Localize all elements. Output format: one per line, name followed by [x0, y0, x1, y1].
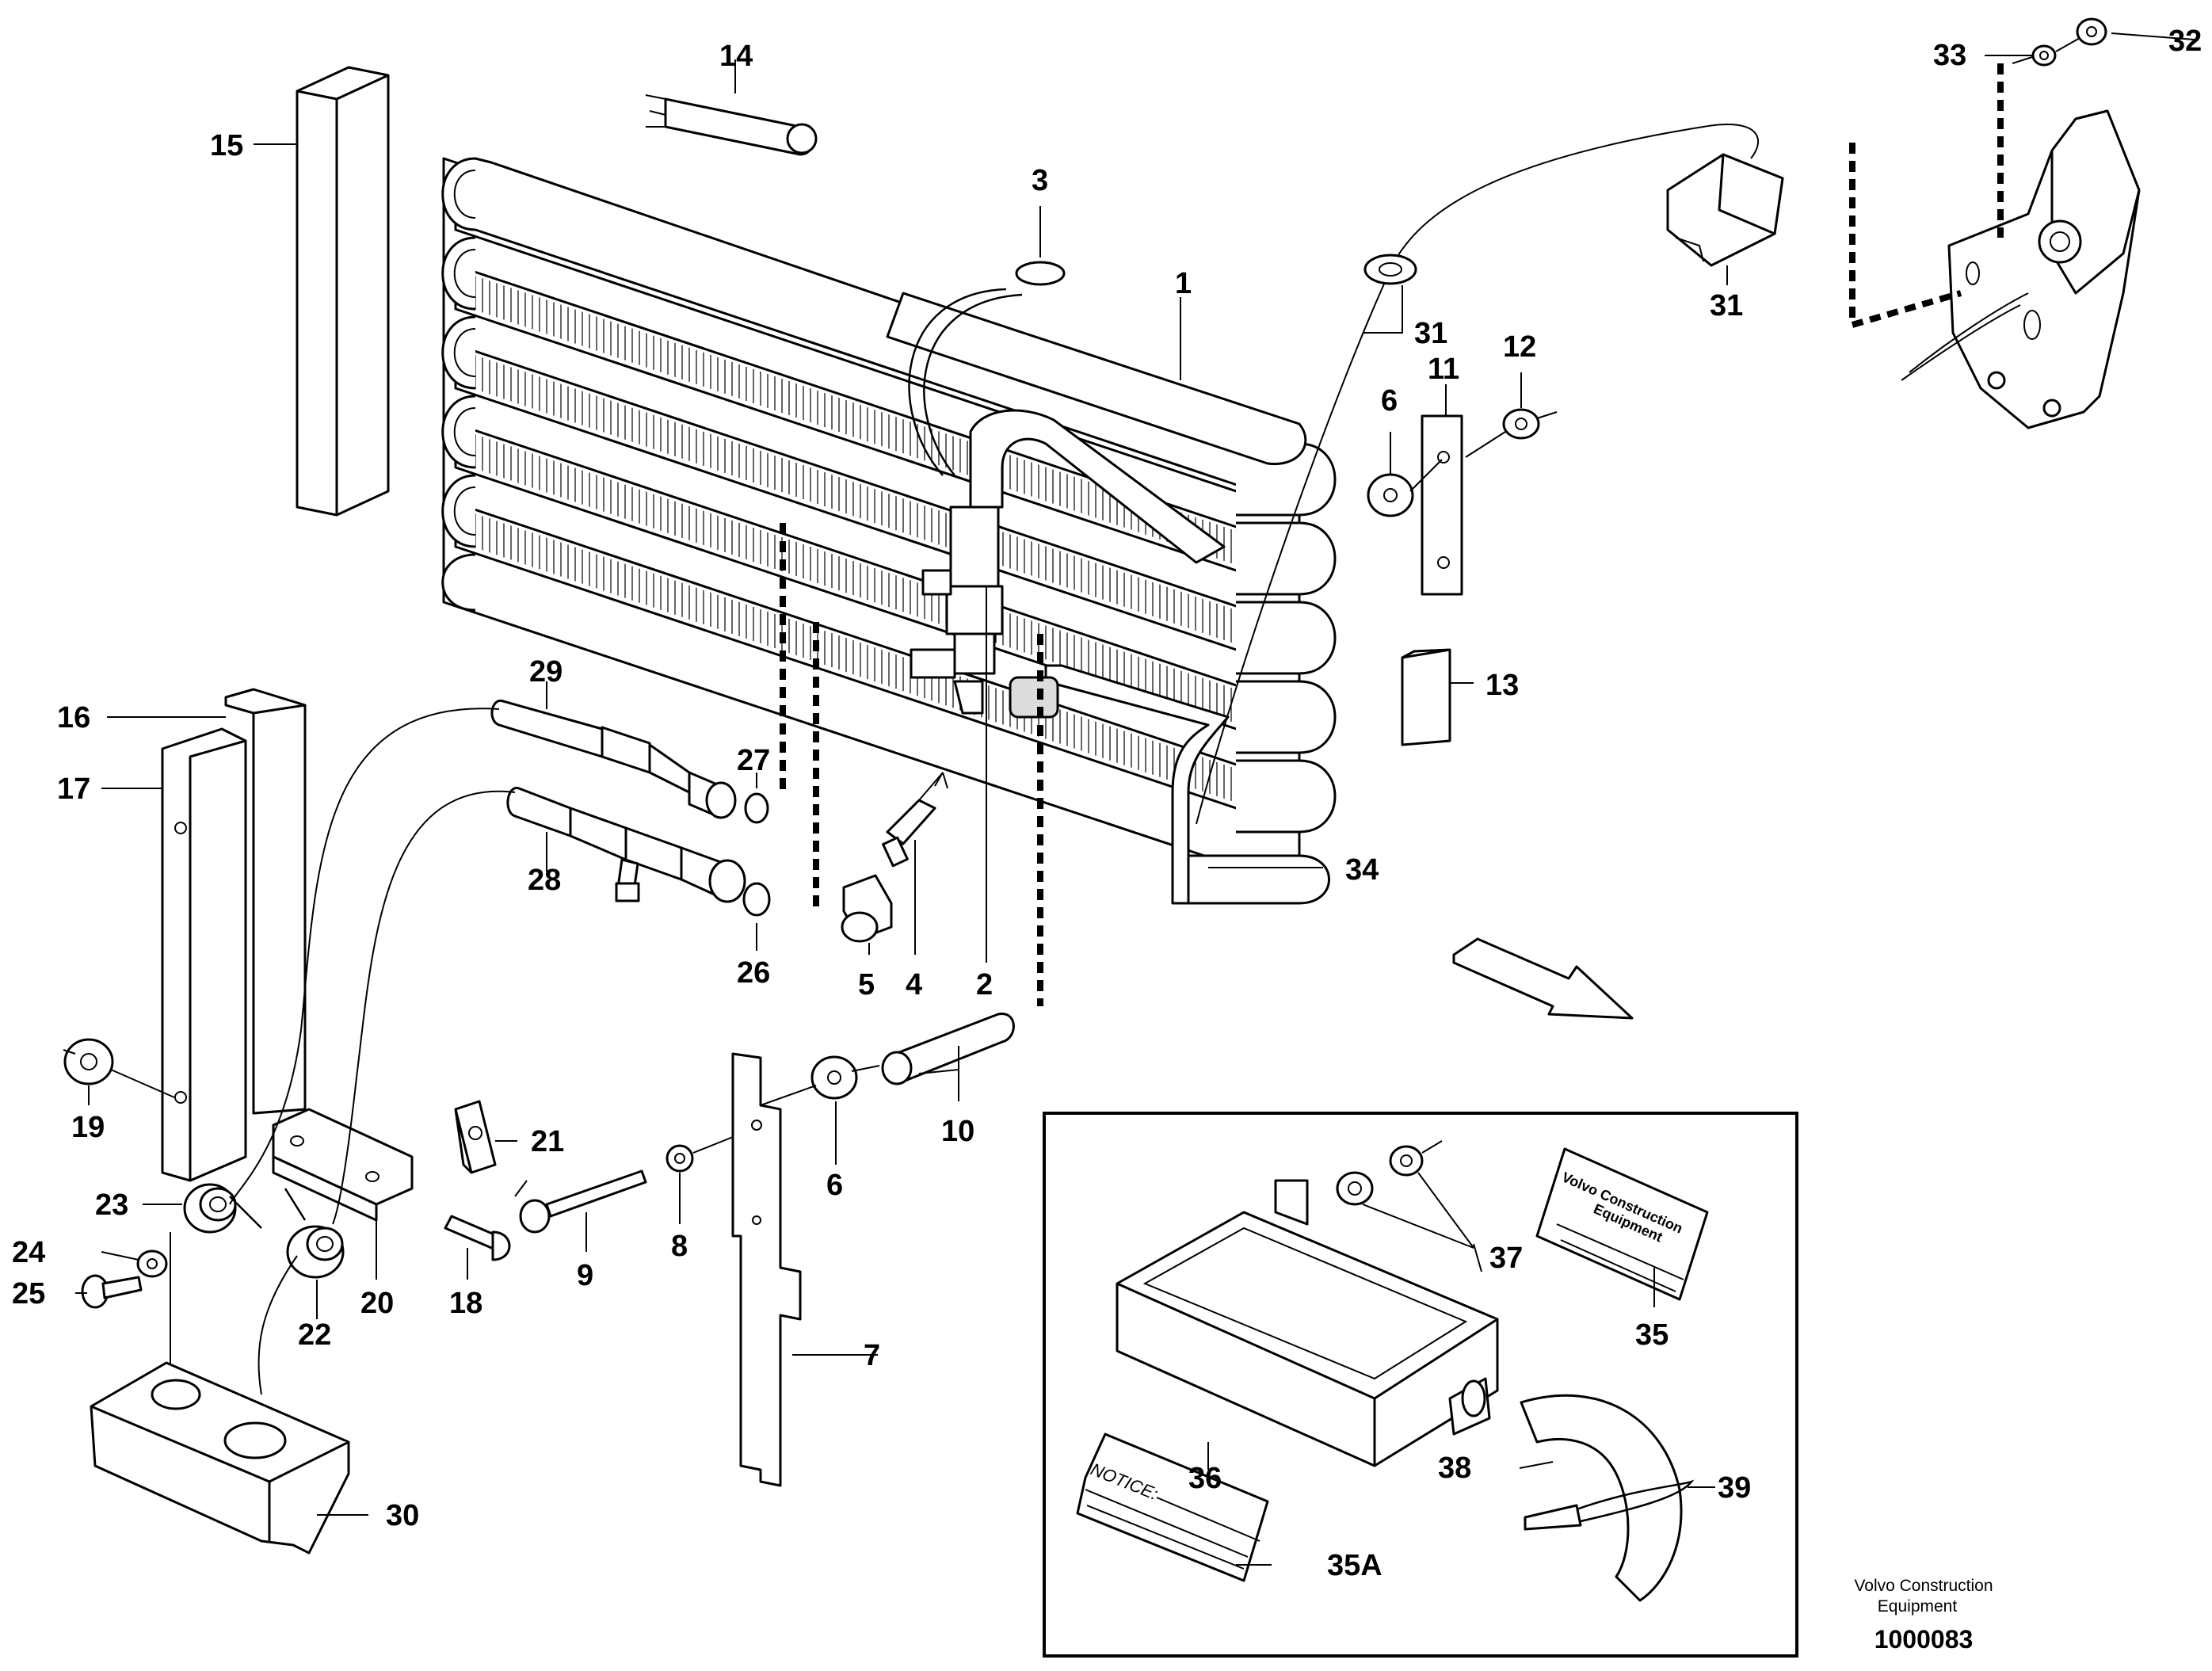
- callout-12: 12: [1503, 330, 1536, 364]
- callout-28: 28: [528, 864, 561, 897]
- callout-10: 10: [941, 1115, 974, 1148]
- callout-31-switch: 31: [1710, 289, 1743, 322]
- callout-23: 23: [95, 1188, 128, 1222]
- o-ring-26: [742, 882, 771, 917]
- callouts: 1 2 3 4 5 6 6 7 8 9 10 11 12 13 14 15 16…: [12, 25, 2202, 1582]
- callout-31-cable: 31: [1414, 317, 1447, 350]
- brand-line1: Volvo Construction: [1854, 1577, 1993, 1595]
- hose-10: [881, 1013, 1015, 1085]
- bolt-18: [444, 1215, 511, 1261]
- callout-34: 34: [1345, 853, 1379, 887]
- decal-35: Volvo Construction Equipment: [1535, 1147, 1709, 1301]
- callout-5: 5: [858, 968, 875, 1001]
- mounting-plate-7: [731, 1052, 802, 1487]
- valve-core-4: [882, 799, 936, 868]
- channel-bracket-16: [224, 688, 307, 1115]
- foam-strip-15: [296, 66, 390, 517]
- hose-clamp-39: [1524, 1479, 1695, 1531]
- thermostat-bracket: [1901, 109, 2141, 429]
- callout-17: 17: [57, 773, 90, 806]
- washer-37b: [1389, 1145, 1424, 1177]
- callout-24: 24: [12, 1236, 45, 1269]
- foam-pad-13: [1401, 648, 1451, 746]
- drawing-number: 1000083: [1874, 1625, 1974, 1654]
- channel-bracket-17: [161, 727, 247, 1182]
- callout-30: 30: [386, 1499, 419, 1532]
- callout-18: 18: [449, 1287, 482, 1320]
- callout-27: 27: [737, 744, 770, 777]
- service-cap-5: [841, 874, 893, 943]
- washer-6-right: [1367, 473, 1414, 517]
- callout-6-right: 6: [1381, 384, 1398, 418]
- callout-3: 3: [1032, 164, 1048, 197]
- reference-lines: [780, 63, 2004, 1006]
- core-strap: [908, 288, 1007, 476]
- callout-4: 4: [906, 968, 922, 1001]
- callout-7: 7: [864, 1339, 880, 1372]
- bolt-9: [519, 1169, 647, 1234]
- thermostat-switch: [1666, 153, 1784, 267]
- callout-37: 37: [1489, 1242, 1523, 1275]
- washer-6-left: [810, 1055, 858, 1100]
- evaporator-core: [441, 157, 1337, 905]
- expansion-valve: [910, 409, 1226, 719]
- notice-decal-35a: NOTICE:: [1076, 1433, 1269, 1582]
- hose-fitting-29: [490, 700, 737, 819]
- edge-trim-14: [645, 94, 818, 156]
- tube-bends-left: [441, 157, 1269, 612]
- brand-line2: Equipment: [1878, 1597, 1958, 1616]
- drain-block-30: [90, 1361, 350, 1555]
- callout-15: 15: [210, 129, 243, 162]
- callout-26: 26: [737, 956, 770, 990]
- callout-6-left: 6: [826, 1169, 843, 1202]
- nut-12: [1502, 408, 1540, 440]
- inset-frame: [1043, 1112, 1798, 1658]
- grommet: [1363, 254, 1417, 285]
- callout-16: 16: [57, 701, 90, 734]
- clip-nut-21: [454, 1100, 497, 1174]
- nut-19: [63, 1038, 114, 1085]
- tray-tab: [1274, 1179, 1309, 1226]
- drain-tray-36: [1116, 1211, 1499, 1467]
- callout-1: 1: [1175, 267, 1192, 300]
- outlet-pipe: [1044, 664, 1230, 905]
- nut-32: [2076, 17, 2107, 46]
- callout-38: 38: [1438, 1452, 1471, 1485]
- callout-35a: 35A: [1327, 1549, 1382, 1582]
- callout-33: 33: [1933, 39, 1966, 72]
- callout-19: 19: [71, 1111, 105, 1144]
- o-ring-3: [1015, 261, 1066, 286]
- hose-fitting-28: [506, 787, 746, 903]
- thermostat-capillary: [1196, 124, 1759, 825]
- drain-hose-38: [1520, 1394, 1683, 1602]
- callout-21: 21: [531, 1125, 564, 1158]
- callout-13: 13: [1485, 669, 1519, 702]
- callout-29: 29: [529, 655, 563, 689]
- grommet-23: [183, 1183, 237, 1234]
- washer-24: [136, 1249, 168, 1278]
- callout-8: 8: [671, 1230, 688, 1263]
- washer-37a: [1336, 1171, 1374, 1206]
- callout-39: 39: [1718, 1471, 1751, 1505]
- callout-35: 35: [1635, 1318, 1669, 1352]
- washer-33: [2031, 44, 2057, 67]
- plate-11: [1421, 414, 1463, 596]
- callout-11: 11: [1428, 353, 1459, 386]
- leader-lines: [75, 32, 2195, 1566]
- grommet-22: [286, 1225, 345, 1279]
- callout-22: 22: [298, 1318, 331, 1352]
- screw-25: [81, 1274, 143, 1309]
- callout-2: 2: [976, 968, 993, 1001]
- washer-8: [666, 1144, 694, 1173]
- header-tube: [886, 292, 1307, 466]
- callout-32: 32: [2168, 25, 2202, 58]
- callout-14: 14: [719, 40, 753, 73]
- o-ring-27: [744, 792, 769, 824]
- callout-20: 20: [360, 1287, 394, 1320]
- direction-arrow: [1452, 937, 1634, 1020]
- callout-9: 9: [577, 1259, 593, 1292]
- callout-25: 25: [12, 1277, 45, 1310]
- callout-36: 36: [1188, 1462, 1222, 1495]
